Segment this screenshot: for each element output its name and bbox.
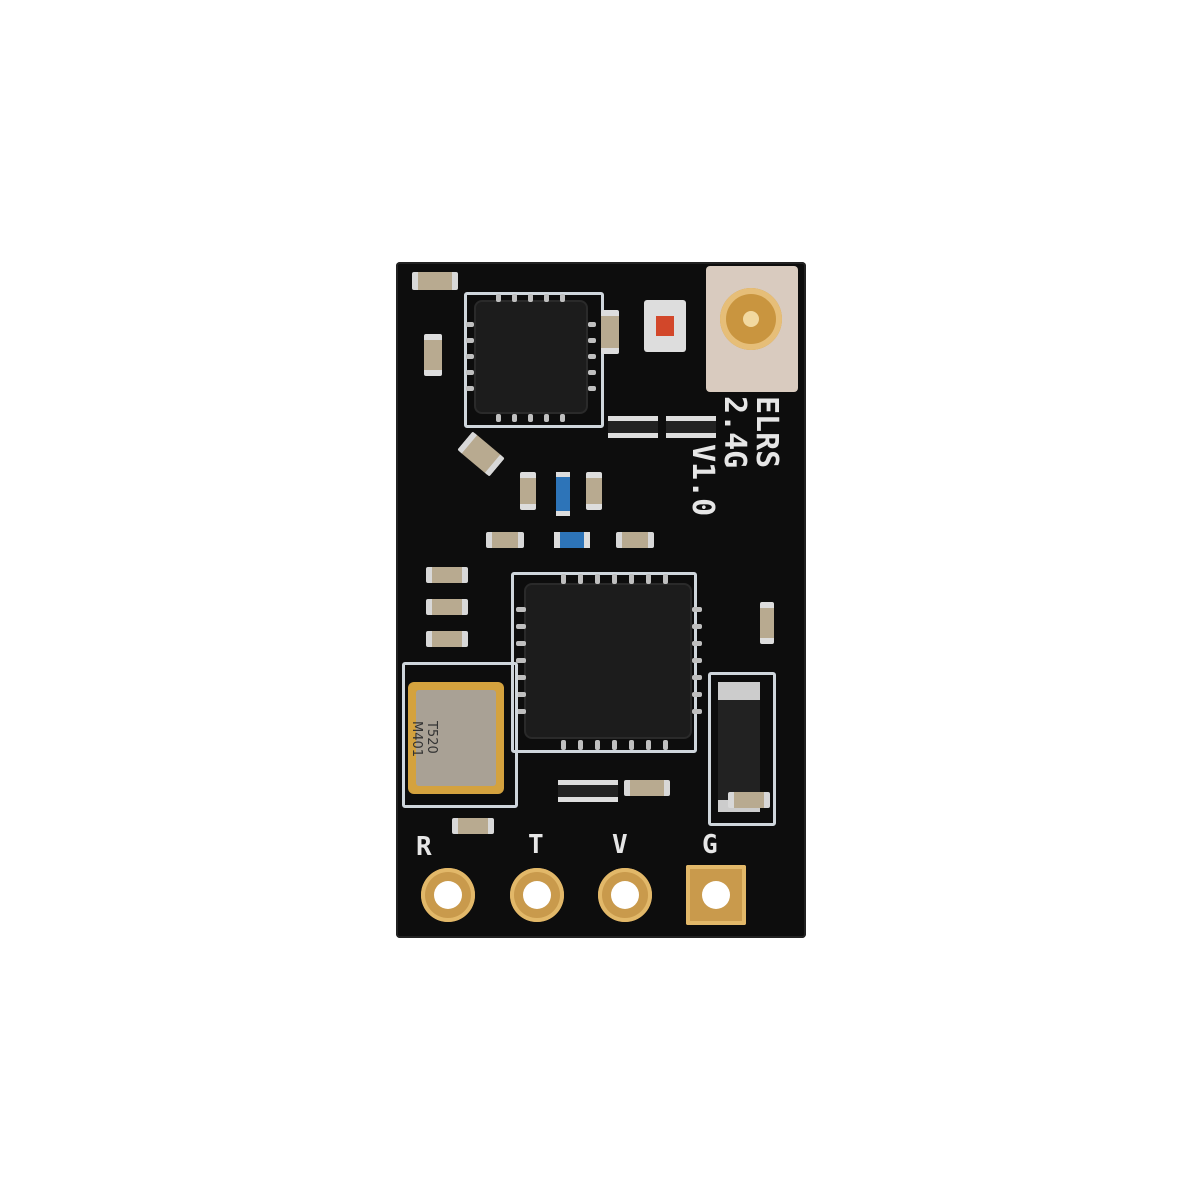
inductor (718, 682, 760, 812)
chip-pin (588, 338, 596, 343)
pcb-board: T520 M401 ELRS 2.4G V1.0 R T V G (396, 262, 806, 938)
chip-pin (588, 370, 596, 375)
led (644, 300, 686, 352)
chip-pin (692, 607, 702, 612)
pad-gnd (686, 865, 746, 925)
crystal-marking: M401 (409, 720, 425, 758)
mcu-chip (526, 585, 690, 737)
chip-pin (692, 709, 702, 714)
chip-pin (496, 414, 501, 422)
chip-pin (612, 574, 617, 584)
pad-rx (421, 868, 475, 922)
chip-pin (561, 574, 566, 584)
chip-pin (578, 740, 583, 750)
pad-label-t: T (528, 830, 544, 860)
chip-pin (692, 675, 702, 680)
chip-pin (595, 574, 600, 584)
chip-pin (612, 740, 617, 750)
chip-pin (692, 641, 702, 646)
pad-vcc (598, 868, 652, 922)
crystal-marking: T520 (424, 720, 440, 754)
chip-pin (692, 692, 702, 697)
chip-pin (512, 414, 517, 422)
chip-pin (560, 294, 565, 302)
chip-pin (496, 294, 501, 302)
chip-pin (528, 294, 533, 302)
pad-label-g: G (702, 830, 718, 860)
chip-pin (512, 294, 517, 302)
chip-pin (466, 354, 474, 359)
chip-pin (646, 740, 651, 750)
chip-pin (516, 675, 526, 680)
pad-label-v: V (612, 830, 628, 860)
chip-pin (692, 624, 702, 629)
chip-pin (560, 414, 565, 422)
pad-label-r: R (416, 832, 432, 862)
chip-pin (595, 740, 600, 750)
chip-pin (663, 574, 668, 584)
chip-pin (528, 414, 533, 422)
pad-tx (510, 868, 564, 922)
blue-resistor (556, 472, 570, 516)
chip-pin (544, 294, 549, 302)
chip-pin (466, 370, 474, 375)
chip-pin (692, 658, 702, 663)
chip-pin (516, 607, 526, 612)
silkscreen-version: V1.0 (685, 444, 720, 517)
chip-pin (663, 740, 668, 750)
chip-pin (629, 574, 634, 584)
chip-pin (516, 709, 526, 714)
chip-pin (516, 658, 526, 663)
chip-pin (629, 740, 634, 750)
rf-chip (476, 302, 586, 412)
chip-pin (561, 740, 566, 750)
chip-pin (516, 624, 526, 629)
chip-pin (516, 641, 526, 646)
chip-pin (588, 354, 596, 359)
chip-pin (578, 574, 583, 584)
chip-pin (588, 322, 596, 327)
crystal: T520 M401 (408, 682, 504, 794)
blue-resistor (554, 532, 590, 548)
chip-pin (466, 386, 474, 391)
chip-pin (516, 692, 526, 697)
chip-pin (466, 322, 474, 327)
chip-pin (646, 574, 651, 584)
silkscreen-title: ELRS 2.4G (717, 396, 784, 469)
chip-pin (544, 414, 549, 422)
chip-pin (466, 338, 474, 343)
antenna-connector (706, 266, 798, 392)
chip-pin (588, 386, 596, 391)
